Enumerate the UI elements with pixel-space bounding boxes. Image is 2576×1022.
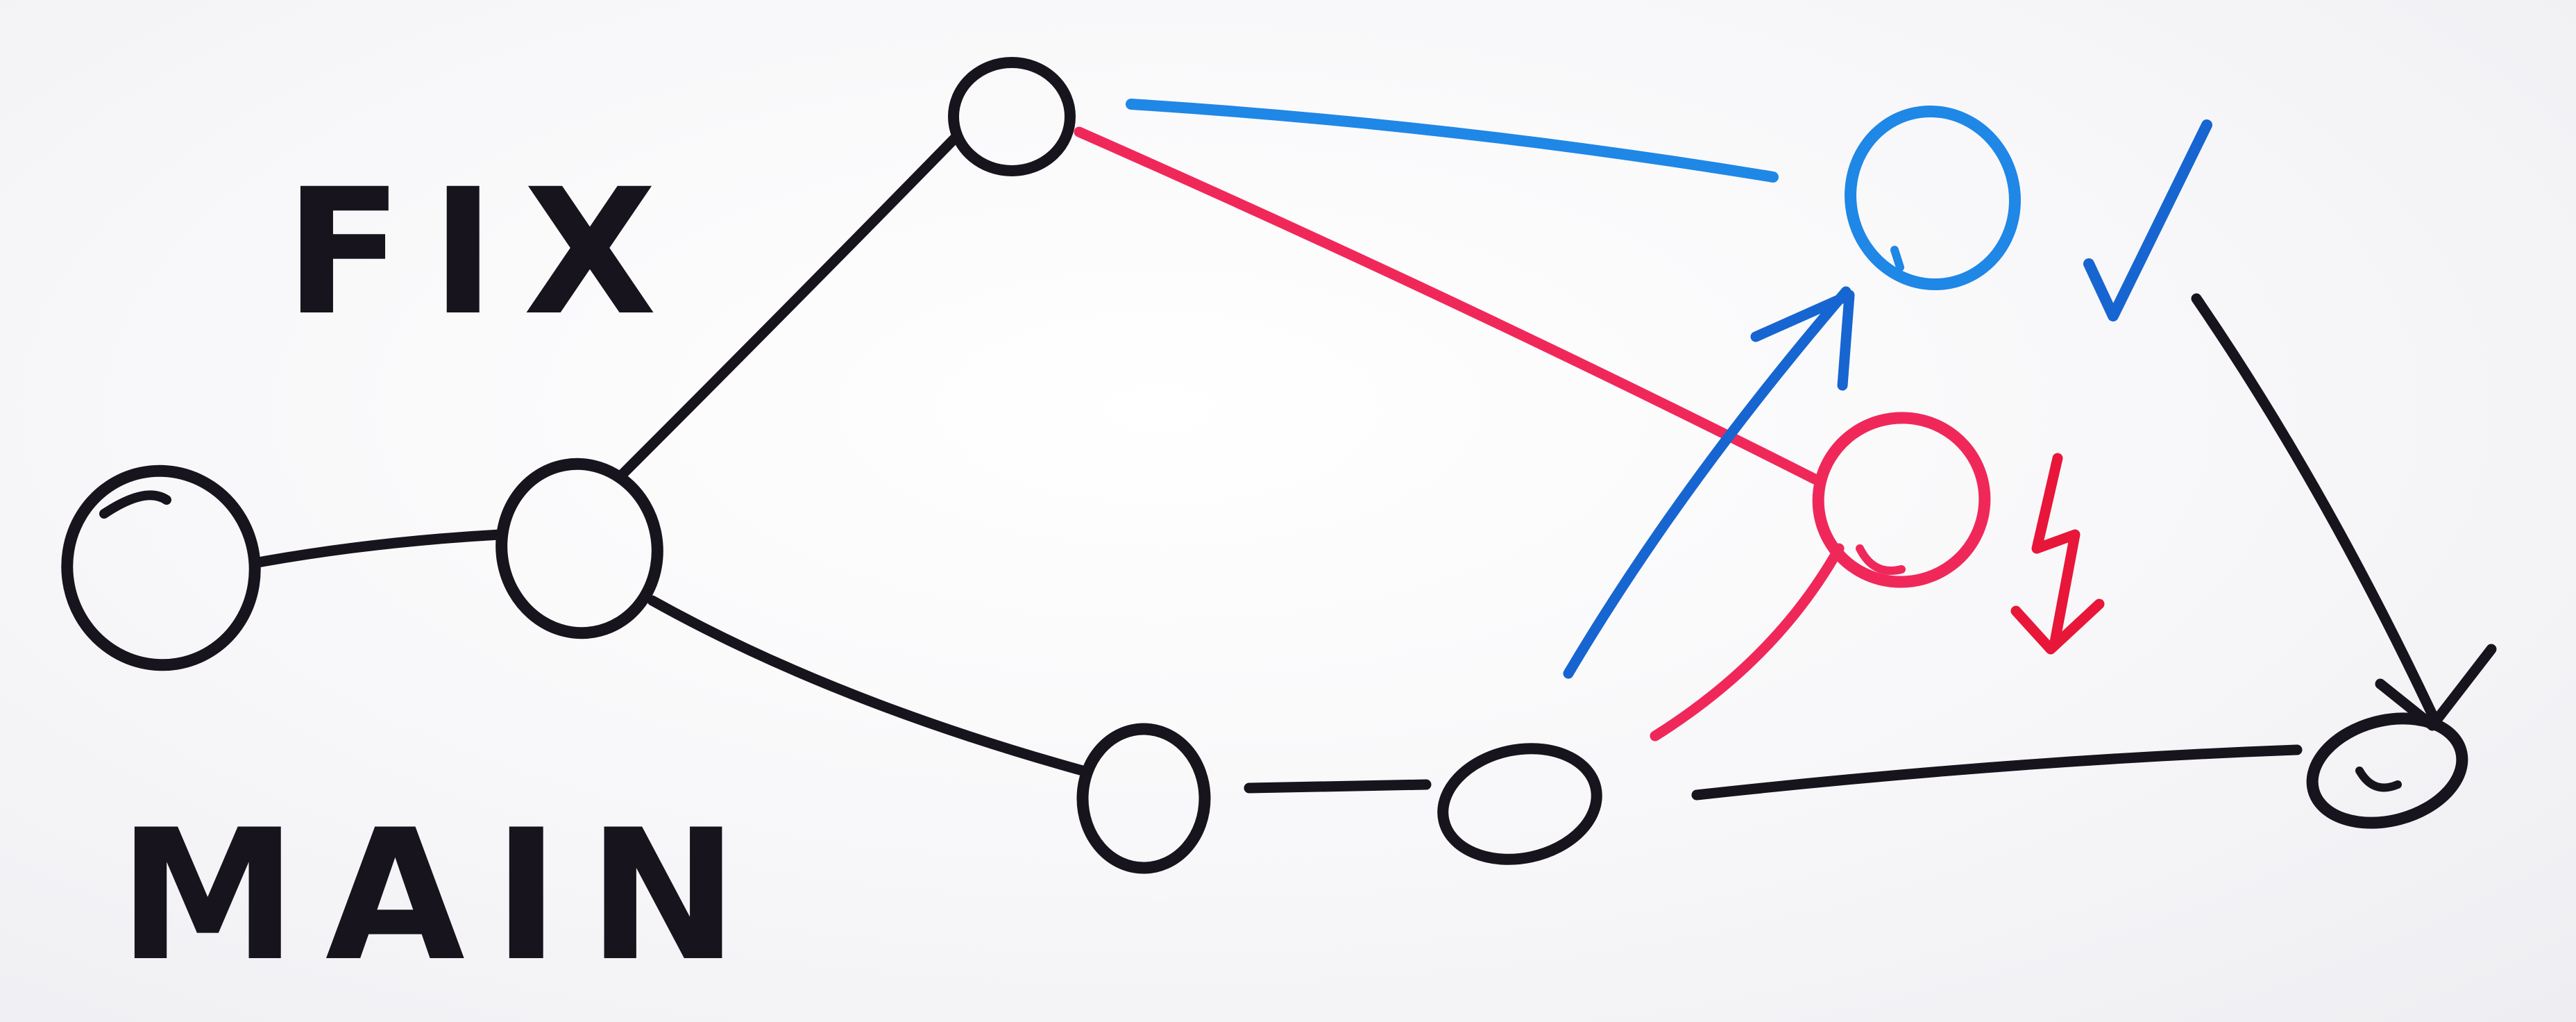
edge-main-2-to-main-3 bbox=[647, 595, 1088, 776]
edge-fix-to-blue-result bbox=[1126, 99, 1779, 183]
edge-main-2-to-fix-1 bbox=[616, 133, 960, 481]
commit-node-main-final bbox=[2306, 712, 2468, 829]
main-branch-label: MAIN bbox=[118, 791, 766, 1001]
commit-node-red-result-tail bbox=[1856, 544, 1906, 575]
commit-node-blue-result-tail bbox=[1890, 246, 1904, 271]
commit-node-main-1 bbox=[61, 464, 261, 671]
commit-node-blue-result bbox=[1845, 105, 2021, 291]
commit-node-main-3 bbox=[1076, 723, 1211, 874]
fix-branch-label: FIX bbox=[285, 151, 685, 353]
edge-main-3-to-main-4 bbox=[1244, 779, 1432, 794]
arrow-head-blue bbox=[1750, 290, 1855, 391]
arrow-blue-result-to-main-final bbox=[2191, 293, 2441, 728]
commit-node-main-2 bbox=[495, 458, 663, 639]
conflict-lightning-icon bbox=[2010, 453, 2105, 655]
arrow-main-4-to-blue-result bbox=[1563, 286, 1852, 679]
commit-node-main-final-tail bbox=[2355, 766, 2402, 792]
commit-node-main-1-overdraw bbox=[99, 490, 171, 519]
edge-main-1-to-main-2 bbox=[253, 529, 505, 568]
edge-main-4-to-red-result bbox=[1650, 543, 1845, 742]
commit-node-main-4 bbox=[1437, 743, 1602, 865]
success-checkmark-icon bbox=[2083, 119, 2212, 321]
edge-fix-to-red-result bbox=[1074, 126, 1820, 485]
commit-node-fix-1 bbox=[948, 57, 1076, 176]
edge-main-4-to-main-final bbox=[1691, 744, 2303, 801]
commit-node-red-result bbox=[1812, 412, 1991, 588]
